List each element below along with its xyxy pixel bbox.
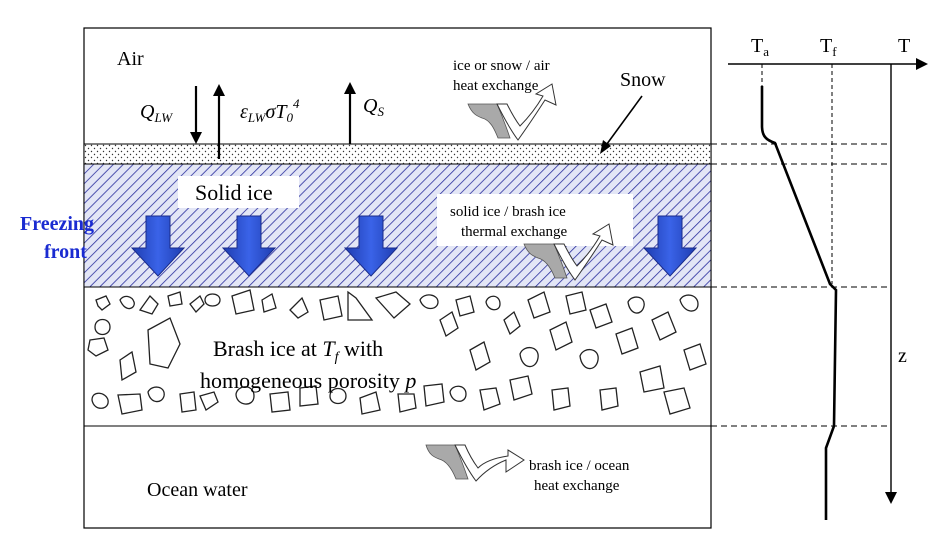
t-axis-arrowhead <box>916 58 928 70</box>
brash-ice-label-line1: Brash ice at Tf with <box>213 336 383 365</box>
exchange-mid-arrow <box>523 223 614 281</box>
snow-pointer-head <box>600 140 611 154</box>
q-s-label: QS <box>363 95 384 119</box>
exchange-top-line1: ice or snow / air <box>453 58 550 74</box>
exchange-top-arrow <box>467 83 557 141</box>
temperature-profile <box>760 86 838 520</box>
axis-ta-label: Ta <box>751 35 769 59</box>
brash-ice-pieces <box>87 289 707 415</box>
freezing-arrow-3 <box>343 215 399 277</box>
ocean-water-label: Ocean water <box>147 479 248 501</box>
emission-label: εLWσT04 <box>240 96 300 125</box>
freezing-front-label-1: Freezing <box>20 213 94 235</box>
emission-arrowhead <box>213 84 225 96</box>
snow-pointer <box>603 95 643 149</box>
freezing-front-label-2: front <box>44 241 87 263</box>
snow-label: Snow <box>620 69 666 91</box>
snow-layer <box>83 143 712 165</box>
freezing-arrow-4 <box>642 215 698 277</box>
freezing-arrow-1 <box>130 215 186 277</box>
solid-ice-label-box <box>178 176 299 208</box>
exchange-mid-line2: thermal exchange <box>461 224 568 240</box>
solid-ice-label: Solid ice <box>195 180 273 205</box>
air-label: Air <box>117 48 144 70</box>
axis-t-label: T <box>898 35 910 57</box>
exchange-mid-line1: solid ice / brash ice <box>450 204 566 220</box>
brash-ice-label-line2: homogeneous porosity p <box>200 368 416 393</box>
axis-tf-label: Tf <box>820 35 837 59</box>
axis-z-label: z <box>898 345 907 367</box>
exchange-top-line2: heat exchange <box>453 78 539 94</box>
freezing-arrow-2 <box>221 215 277 277</box>
exchange-bot-line1: brash ice / ocean <box>529 458 630 474</box>
q-lw-arrowhead <box>190 132 202 144</box>
exchange-bot-line2: heat exchange <box>534 478 620 494</box>
q-s-arrowhead <box>344 82 356 94</box>
q-lw-label: QLW <box>140 101 173 125</box>
exchange-bot-arrow <box>425 444 525 482</box>
z-axis-arrowhead <box>885 492 897 504</box>
